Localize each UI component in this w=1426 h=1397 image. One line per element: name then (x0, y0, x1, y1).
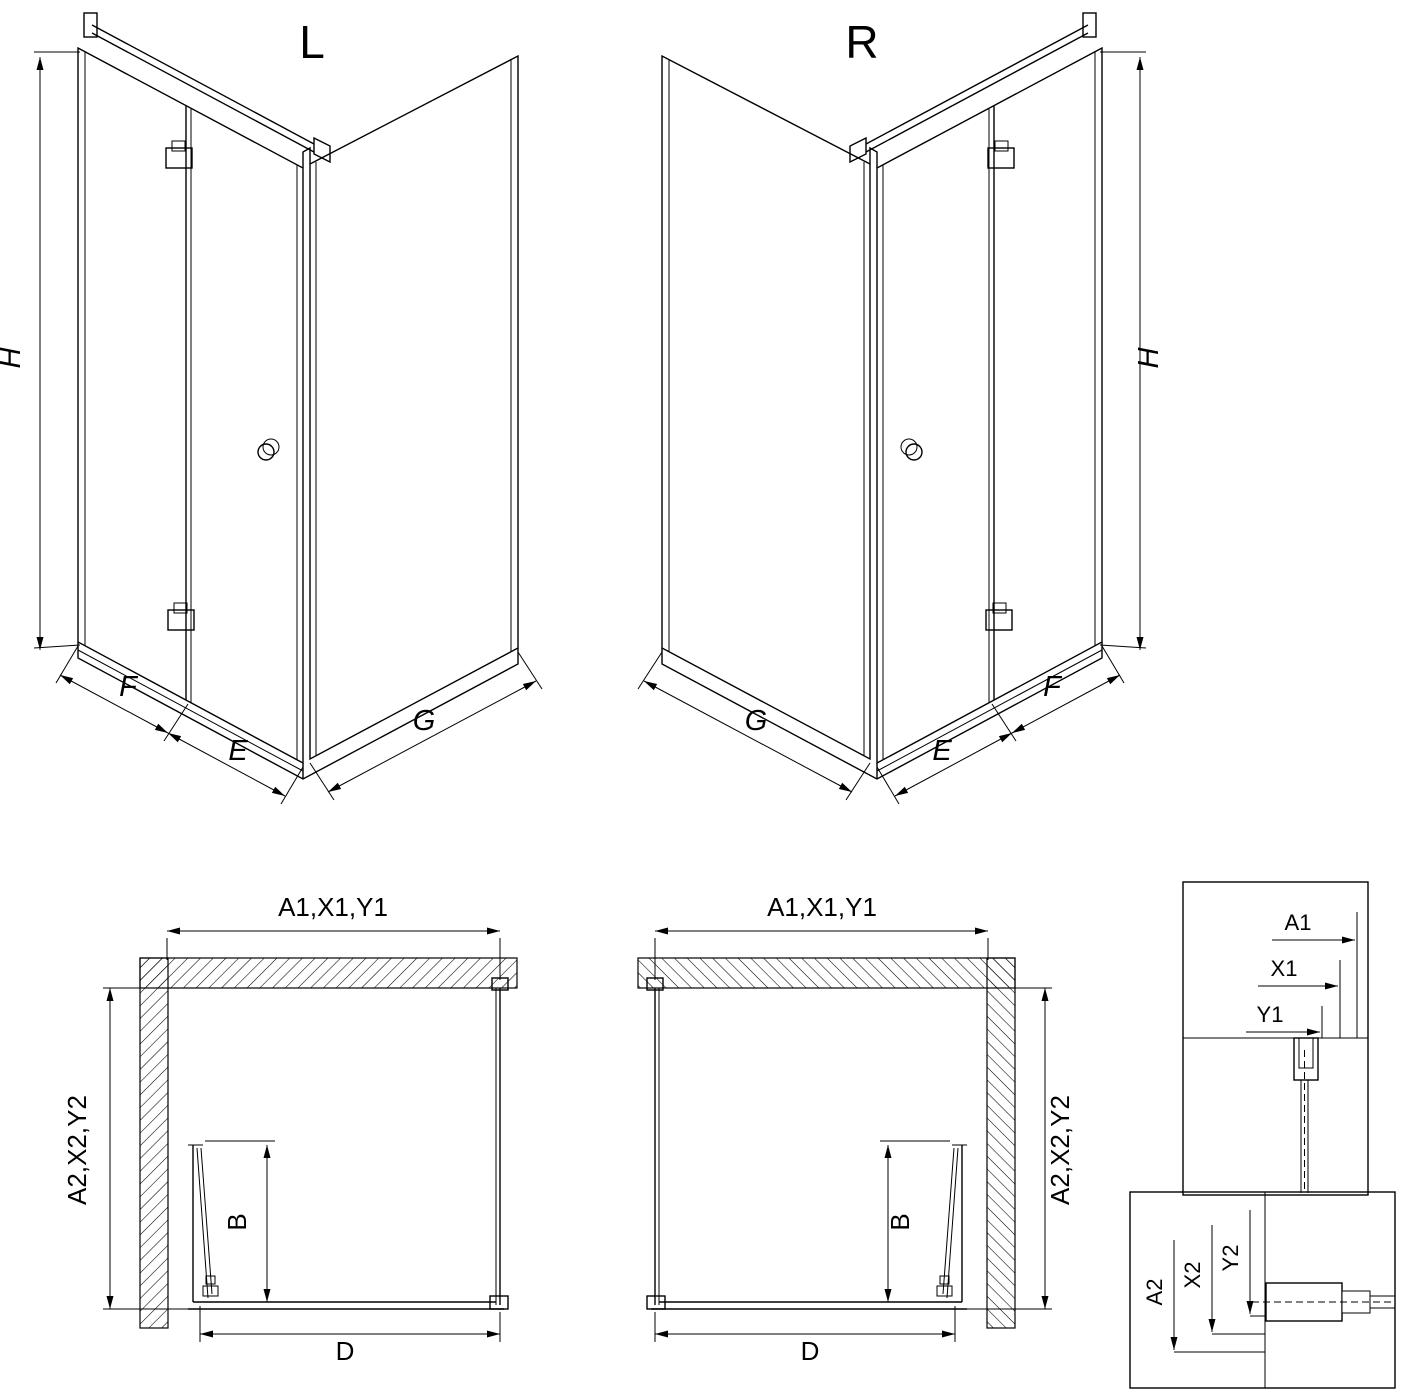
iso-geometry-left (34, 13, 542, 804)
plan-view-right: A1,X1,Y1 A2,X2,Y2 B D (638, 892, 1075, 1366)
iso-view-right: R H F E G (638, 13, 1165, 804)
detail-view-bottom: A2 X2 Y2 (1129, 1191, 1396, 1389)
iso-geometry-right (638, 13, 1146, 804)
detail-dim-x2: X2 (1180, 1262, 1205, 1289)
dim-label-g-right: G (745, 705, 768, 737)
dim-label-b-right: B (885, 1213, 915, 1230)
plan-geometry-left (103, 931, 517, 1342)
detail-view-top: A1 X1 Y1 (1182, 881, 1369, 1196)
detail-dim-y2: Y2 (1218, 1245, 1243, 1272)
dim-label-f-right: F (1043, 671, 1063, 703)
detail-dim-a1: A1 (1285, 910, 1312, 935)
iso-view-left: L H F E G (0, 13, 542, 804)
dim-label-d-left: D (336, 1336, 355, 1366)
detail-dim-y1: Y1 (1257, 1002, 1284, 1027)
plan-view-left: A1,X1,Y1 A2,X2,Y2 B D (62, 892, 517, 1366)
dim-label-f-left: F (119, 671, 139, 703)
glass-profile-section-horizontal (1252, 1282, 1395, 1322)
dim-label-e-left: E (228, 735, 248, 767)
dim-label-a2x2y2-left: A2,X2,Y2 (62, 1095, 92, 1205)
detail-dim-a2: A2 (1142, 1279, 1167, 1306)
dim-label-d-right: D (801, 1336, 820, 1366)
dim-label-g-left: G (413, 705, 436, 737)
dim-label-a2x2y2-right: A2,X2,Y2 (1045, 1095, 1075, 1205)
dim-label-h-right: H (1133, 347, 1165, 368)
detail-bottom-frame (1129, 1191, 1396, 1389)
dim-label-a1x1y1-left: A1,X1,Y1 (278, 892, 388, 922)
dim-label-h-left: H (0, 347, 27, 368)
detail-dim-x1: X1 (1271, 956, 1298, 981)
dim-label-b-left: B (222, 1213, 252, 1230)
glass-profile-section-vertical (1293, 1037, 1319, 1193)
iso-left-title: L (299, 16, 325, 68)
plan-geometry-right (638, 931, 1052, 1342)
dim-label-e-right: E (932, 735, 952, 767)
dim-label-a1x1y1-right: A1,X1,Y1 (767, 892, 877, 922)
iso-right-title: R (845, 16, 878, 68)
